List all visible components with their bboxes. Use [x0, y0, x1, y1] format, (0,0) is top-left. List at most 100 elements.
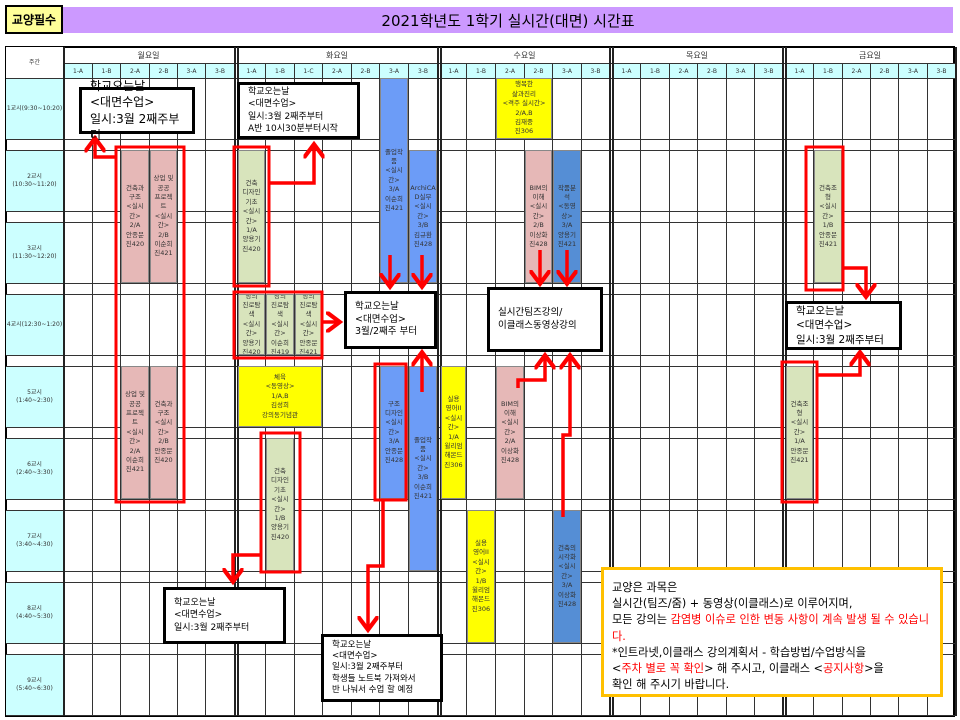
section-header: 2-B — [870, 63, 899, 79]
class-block[interactable]: 건축의 시각화 <실시 간> 3/A 이상화 진428 — [553, 510, 581, 643]
section-header: 3-A — [552, 63, 582, 79]
class-block[interactable]: 체육 <동영상> 1/A,B 김성희 강의동기념관 — [238, 366, 322, 427]
grid-line — [612, 47, 614, 716]
section-header: 1-A — [237, 63, 266, 79]
grid-line — [955, 47, 957, 716]
grid-line — [870, 63, 871, 716]
class-block[interactable]: 창의 진로탐 색 <실시 간> 양용기 진420 — [238, 294, 265, 355]
grid-line — [842, 63, 843, 716]
class-block[interactable]: 건축 디자인 기초 <실시 간> 1/B 양용기 진420 — [266, 438, 294, 571]
grid-line — [6, 355, 955, 356]
period-label: 4교시(12:30~1:20) — [6, 294, 63, 355]
notice-highlight: 주차 별로 꼭 확인 — [621, 662, 705, 676]
section-header: 2-B — [351, 63, 380, 79]
section-header: 2-B — [697, 63, 727, 79]
notice-text: >을 — [864, 662, 884, 676]
class-block[interactable]: 구조 디자인 <실시 간> 3/A 안종문 진428 — [380, 366, 408, 499]
class-block[interactable]: 상업 및 공공 프로젝 트 <실시 간> 2/B 이순희 진421 — [150, 150, 177, 283]
period-label: 2교시 (10:30~11:20) — [6, 150, 63, 211]
class-block[interactable]: BIM의 이해 <실시 간> 2/A 이상화 진428 — [496, 366, 524, 499]
notice-box: 교양은 과목은 실시간(팀즈/줌) + 동영상(이클래스)로 이루어지며, 모든… — [601, 567, 943, 697]
grid-line — [351, 63, 352, 716]
day-header: 금요일 — [858, 50, 882, 60]
section-header: 3-B — [754, 63, 783, 79]
grid-line — [552, 63, 553, 716]
notice-text: < — [612, 662, 622, 676]
notice-highlight: 공지사항 — [822, 662, 865, 676]
callout-tue-in-person: 학교오는날 <대면수업> 일시:3월 2째주부터 A반 10시30분부터시작 — [237, 82, 360, 139]
grid-line — [697, 63, 698, 716]
notice-text: > 해 주시고, 이클래스 < — [704, 662, 823, 676]
callout-fri-in-person: 학교오는날 <대면수업> 일시:3월 2째주부터 — [785, 301, 902, 350]
class-block[interactable]: 건축조 형 <실시 간> 1/B 안종문 진421 — [814, 150, 842, 283]
grid-line — [754, 63, 755, 716]
notice-line: <주차 별로 꼭 확인> 해 주시고, 이클래스 <공지사항>을 — [612, 661, 932, 677]
grid-line — [63, 47, 65, 716]
class-block[interactable]: 졸업작 품 <실시 간> 3/B 이순희 진421 — [409, 366, 437, 571]
grid-line — [6, 438, 955, 439]
class-block[interactable]: 행복한 삶과진리 <격주 실시간> 2/A,B 김재중 진306 — [496, 78, 552, 139]
notice-line: 교양은 과목은 — [612, 581, 678, 594]
class-block[interactable]: 건축과 구조 <실시 간> 2/B 안종문 진420 — [150, 366, 177, 499]
grid-line — [6, 427, 955, 428]
section-header: 2-A — [842, 63, 871, 79]
section-header: 3-B — [581, 63, 610, 79]
grid-line — [669, 63, 670, 716]
notice-text: 모든 강의는 — [612, 613, 671, 627]
period-label: 9교시 (5:40~6:30) — [6, 654, 63, 715]
section-header: 1-A — [785, 63, 814, 79]
section-header: 2-B — [524, 63, 553, 79]
callout-mon-in-person: 학교오는날 <대면수업> 일시:3월 2째주부터 — [79, 79, 195, 142]
class-block[interactable]: BIM의 이해 <실시 간> 2/B 이상화 진428 — [525, 150, 552, 283]
callout-tue-in-person-4: 학교오는날 <대면수업> 일시:3월 2째주부터 학생들 노트북 가져와서 반 … — [321, 634, 443, 702]
grid-line — [6, 150, 955, 151]
class-block[interactable]: 작품분 석 <동영 상> 3/A 양용기 진421 — [553, 150, 581, 283]
period-label: 1교시(9:30~10:20) — [6, 78, 63, 139]
period-label: 5교시 (1:40~2:30) — [6, 366, 63, 427]
grid-line — [524, 63, 525, 716]
grid-line — [6, 211, 955, 212]
class-block[interactable]: 상업 및 공공 프로젝 트 <실시 간> 2/A 이순희 진421 — [121, 366, 149, 499]
grid-line — [437, 47, 439, 716]
section-header: 2-A — [120, 63, 150, 79]
section-header: 1-B — [813, 63, 843, 79]
section-header: 1-C — [294, 63, 323, 79]
section-header: 1-A — [63, 63, 93, 79]
category-label: 교양필수 — [5, 5, 63, 34]
class-block[interactable]: 창의 진로탐 색 <실시 간> 안종문 진421 — [295, 294, 322, 355]
class-block[interactable]: 건축 디자인 기초 <실시 간> 1/A 양용기 진420 — [238, 150, 265, 283]
grid-line — [6, 139, 955, 140]
class-block[interactable]: 실용 영어II <실시 간> 1/A 윌리엄 해몬드 진306 — [441, 366, 466, 499]
grid-line — [927, 63, 928, 716]
grid-line — [6, 294, 955, 295]
class-block[interactable]: 건축과 구조 <실시 간> 2/A 안종문 진420 — [121, 150, 149, 283]
grid-line — [234, 47, 236, 716]
class-block[interactable]: 창의 진로탐 색 <실시 간> 이순희 진419 — [266, 294, 294, 355]
class-block[interactable]: ArchiCA D실무 <실시 간> 3/B 김규환 진428 — [409, 150, 437, 283]
day-header: 화요일 — [325, 50, 349, 60]
class-block[interactable]: 졸업작 품 <실시 간> 3/A 이순희 진421 — [380, 78, 408, 283]
grid-line — [6, 366, 955, 367]
section-header: 1-B — [640, 63, 670, 79]
notice-warning: 감염병 이슈로 인한 변동 사항이 계속 발생 될 수 있습니다. — [612, 613, 930, 643]
section-header: 2-A — [322, 63, 352, 79]
section-header: 1-B — [265, 63, 295, 79]
callout-tue-in-person-3: 학교오는날 <대면수업> 일시:3월 2째주부터 — [163, 587, 286, 644]
class-block[interactable]: 건축조 형 <실시 간> 1/A 안종문 진421 — [786, 366, 813, 499]
grid-line — [466, 63, 467, 716]
corner-label: 주간 — [6, 47, 63, 78]
grid-line — [6, 499, 955, 500]
section-header: 3-A — [177, 63, 206, 79]
day-header: 월요일 — [137, 50, 160, 60]
grid-line — [609, 47, 611, 716]
section-header: 1-A — [440, 63, 467, 79]
period-label: 7교시 (3:40~4:30) — [6, 510, 63, 571]
section-header: 3-B — [205, 63, 235, 79]
section-header: 1-A — [612, 63, 641, 79]
section-header: 1-B — [92, 63, 121, 79]
section-header: 3-B — [408, 63, 438, 79]
notice-line: *인트라넷,이클래스 강의계획서 - 학습방법/수업방식을 — [612, 645, 867, 659]
grid-line — [495, 63, 496, 716]
grid-line — [322, 63, 323, 716]
class-block[interactable]: 실용 영어II <실시 간> 1/B 윌리엄 해몬드 진306 — [467, 510, 495, 643]
